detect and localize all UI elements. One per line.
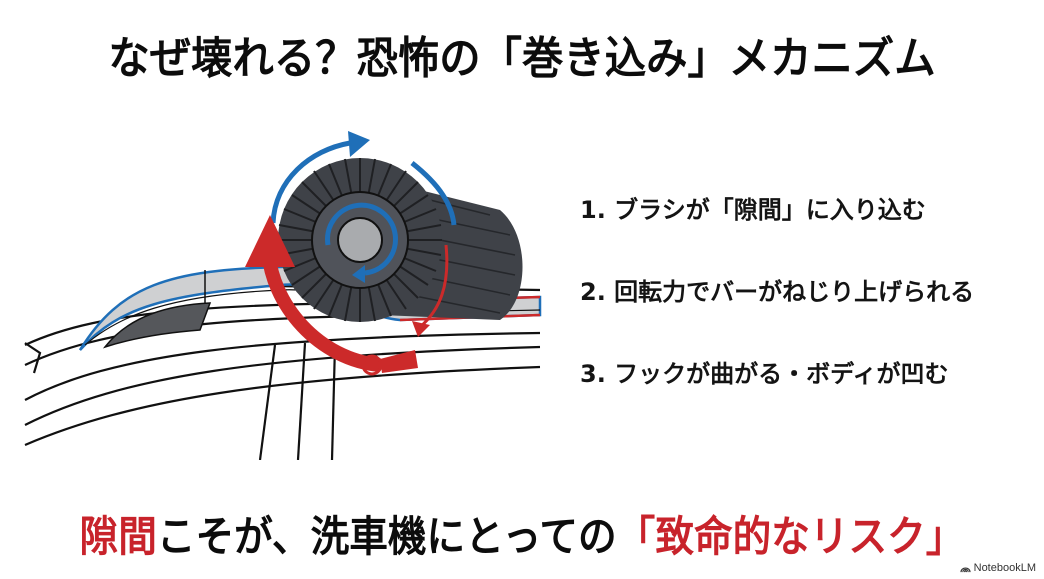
conclusion-highlight-risk: 「致命的なリスク」	[616, 512, 965, 561]
watermark: NotebookLM	[960, 562, 1036, 574]
watermark-label: NotebookLM	[973, 562, 1036, 574]
step-item: 2. 回転力でバーがねじり上げられる	[580, 278, 975, 306]
brush-wrapping-illustration	[20, 115, 560, 461]
step-item: 1. ブラシが「隙間」に入り込む	[580, 196, 926, 224]
conclusion-highlight-gap: 隙間	[79, 512, 157, 561]
brush-roller-icon	[278, 158, 523, 322]
conclusion-text: 隙間こそが、洗車機にとっての「致命的なリスク」	[42, 503, 1002, 564]
step-item: 3. フックが曲がる・ボディが凹む	[580, 360, 949, 388]
notebooklm-icon	[960, 566, 971, 572]
steps-list: 1. ブラシが「隙間」に入り込む 2. 回転力でバーがねじり上げられる 3. フ…	[580, 185, 1040, 431]
page-title: なぜ壊れる？恐怖の「巻き込み」メカニズム	[108, 33, 936, 84]
conclusion-middle: こそが、洗車機にとっての	[156, 512, 617, 561]
blue-rotation-arrow-icon	[270, 140, 457, 226]
red-lift-arrow-icon	[245, 215, 449, 376]
